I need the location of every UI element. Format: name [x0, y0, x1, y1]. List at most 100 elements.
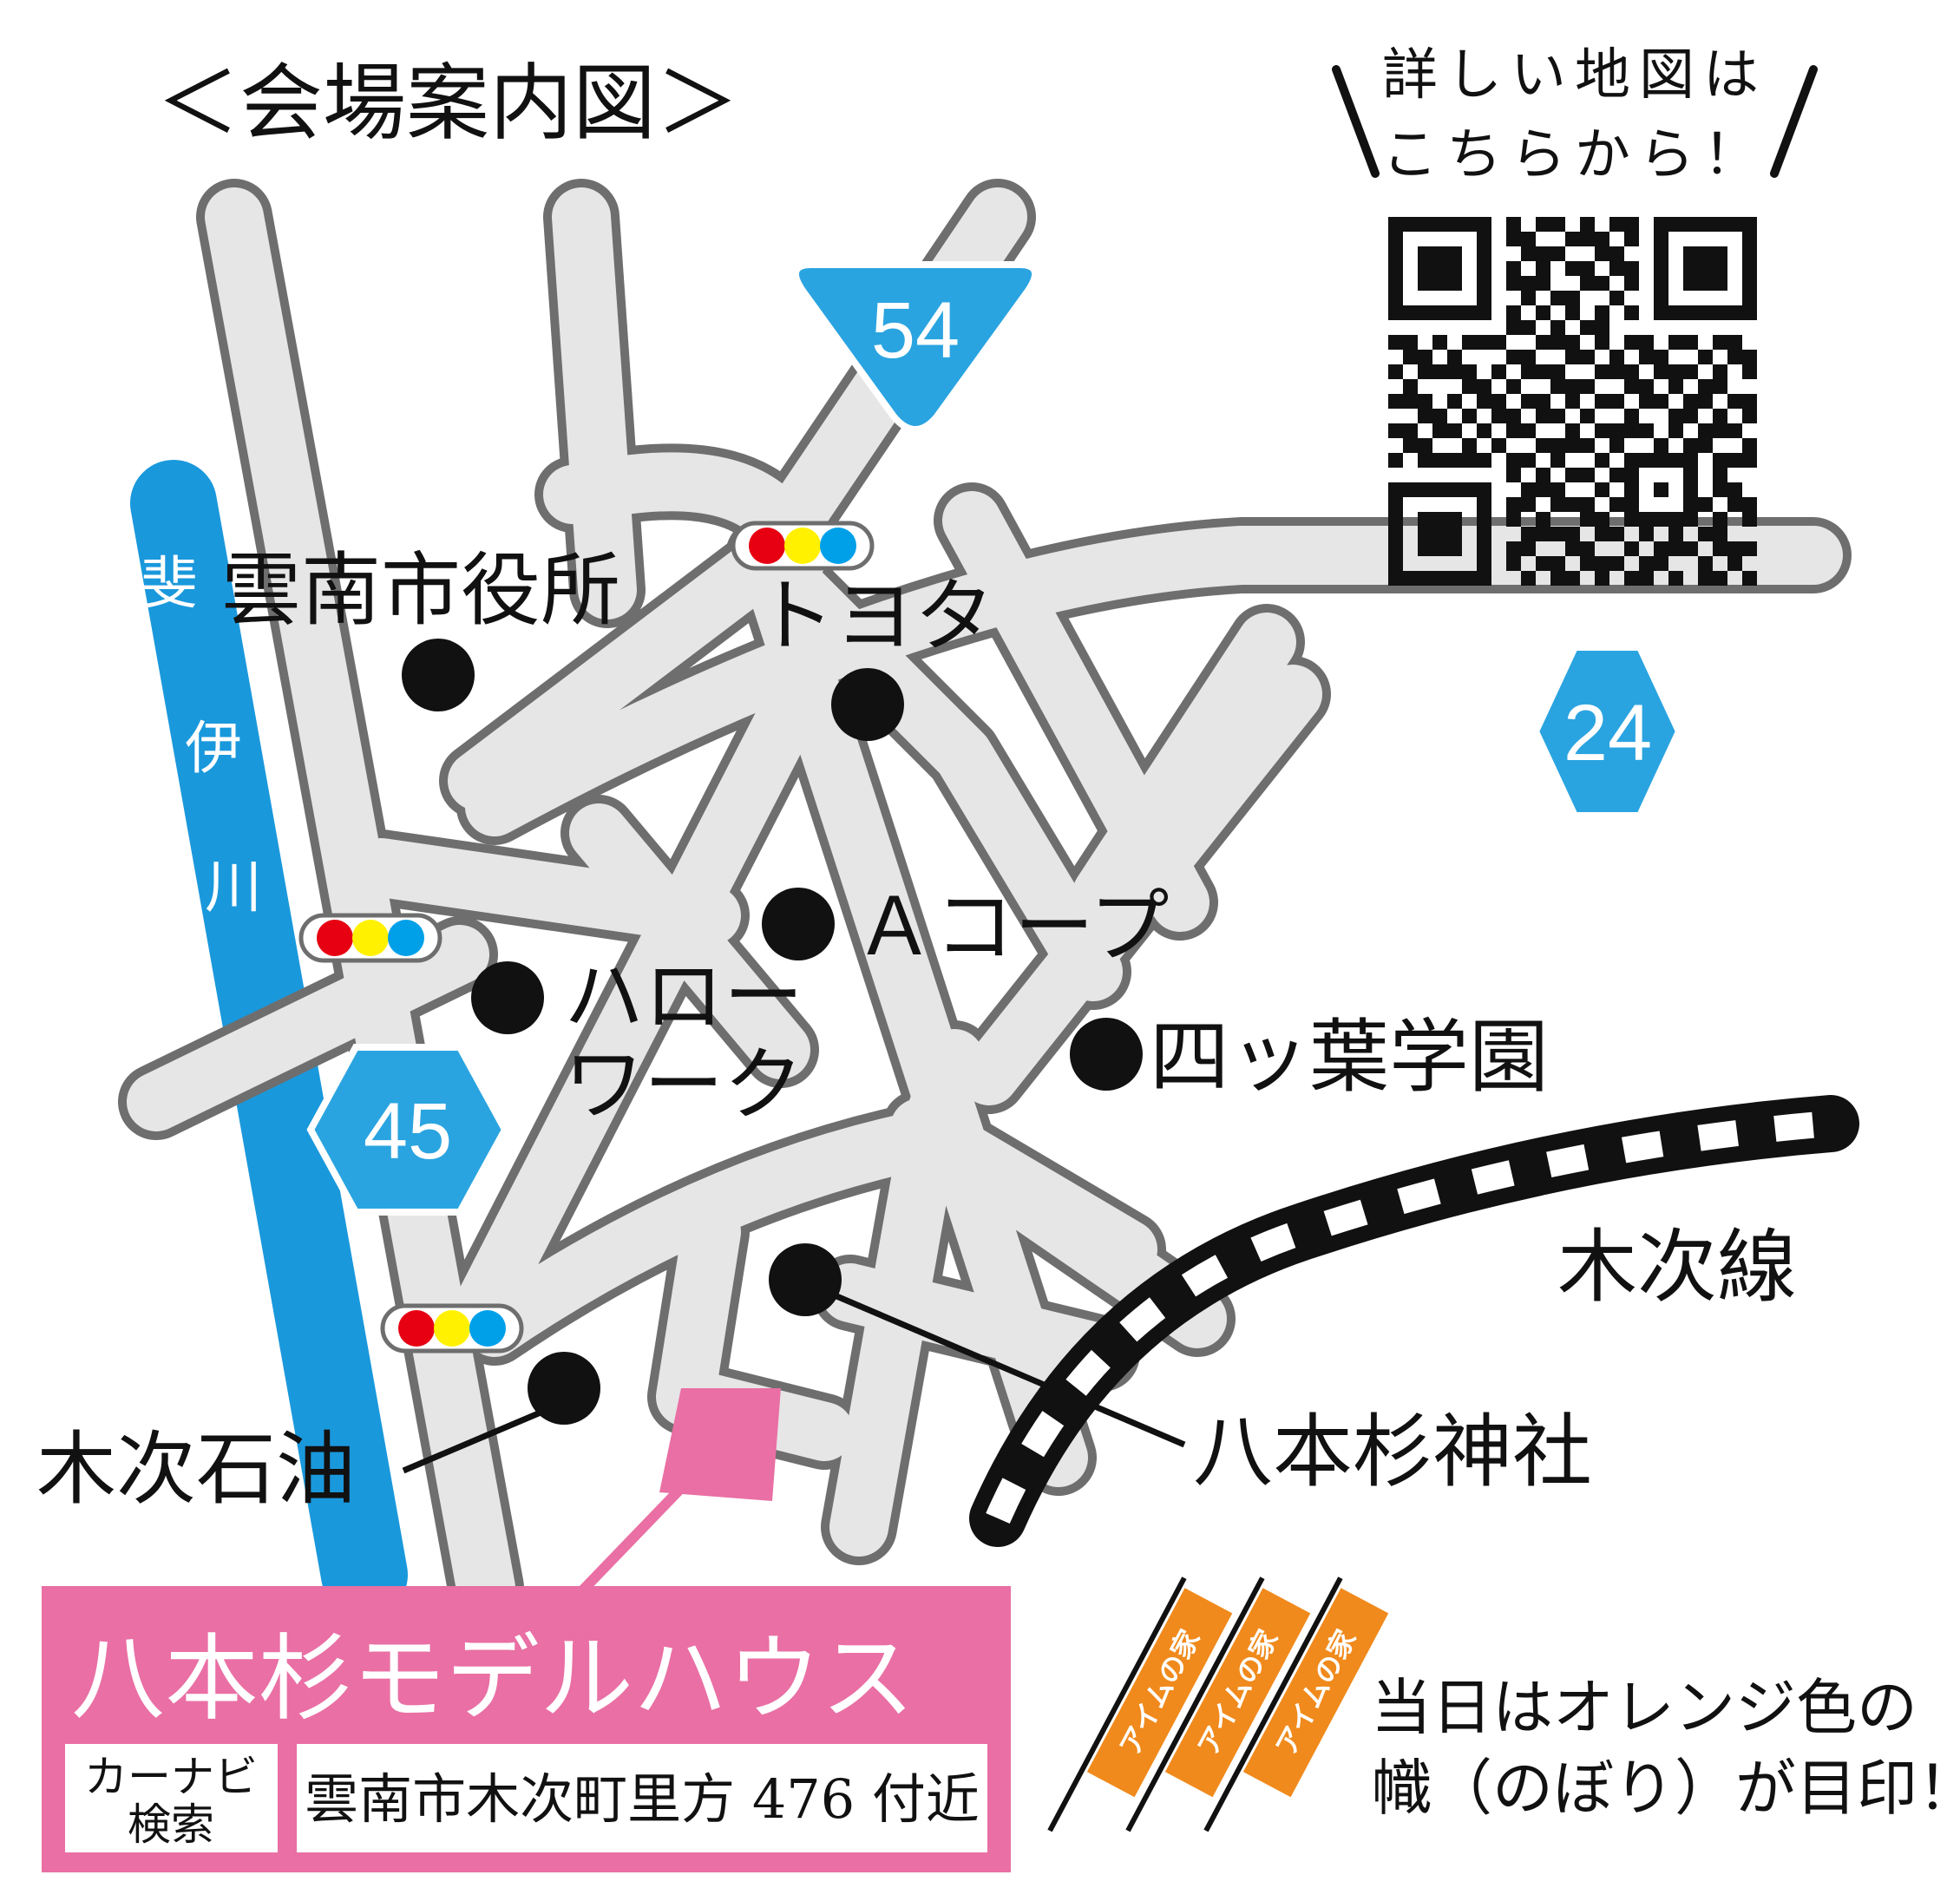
qr-module [1432, 453, 1447, 468]
qr-module [1639, 527, 1654, 541]
qr-module [1713, 379, 1727, 394]
qr-module [1418, 261, 1432, 276]
label-hello-work-2: ワーク [564, 1039, 803, 1131]
qr-module [1550, 453, 1565, 468]
qr-module [1447, 364, 1462, 379]
qr-module [1713, 217, 1727, 232]
qr-module [1462, 438, 1477, 453]
qr-module [1506, 497, 1521, 512]
qr-module [1550, 482, 1565, 497]
label-hello-work-1: ハロー [564, 950, 803, 1043]
qr-module [1491, 335, 1506, 350]
qr-module [1713, 453, 1727, 468]
qr-module [1698, 394, 1713, 409]
qr-module [1624, 497, 1639, 512]
qr-module [1565, 335, 1580, 350]
qr-module [1624, 468, 1639, 482]
qr-module [1447, 423, 1462, 438]
qr-module [1683, 246, 1698, 261]
qr-module [1580, 468, 1595, 482]
venue-marker [564, 1388, 781, 1609]
label-oil: 木次石油 [36, 1423, 356, 1516]
qr-module [1506, 409, 1521, 423]
landmark-dots [402, 639, 1143, 1425]
qr-module [1742, 276, 1757, 291]
qr-module [1683, 394, 1698, 409]
qr-module [1624, 409, 1639, 423]
qr-module [1388, 482, 1403, 497]
qr-module [1477, 246, 1491, 261]
qr-module [1388, 261, 1403, 276]
dot-hello-work [471, 961, 544, 1034]
qr-module [1698, 423, 1713, 438]
qr-module [1595, 320, 1609, 335]
river-label-3: 川 [205, 854, 262, 921]
qr-module [1477, 379, 1491, 394]
road-network [118, 179, 1852, 1626]
qr-module [1742, 497, 1757, 512]
qr-module [1654, 305, 1668, 320]
qr-module [1432, 571, 1447, 586]
qr-module [1713, 527, 1727, 541]
qr-module [1506, 512, 1521, 527]
note-line1: 当日はオレンジ色の [1371, 1672, 1917, 1743]
qr-module [1506, 468, 1521, 482]
qr-module [1565, 291, 1580, 305]
qr-module [1447, 453, 1462, 468]
qr-module [1713, 468, 1727, 482]
qr-module [1698, 497, 1713, 512]
address-box [297, 1744, 987, 1852]
qr-module [1742, 232, 1757, 246]
qr-module [1624, 379, 1639, 394]
qr-module [1565, 305, 1580, 320]
qr-module [1565, 497, 1580, 512]
qr-module [1742, 246, 1757, 261]
qr-module [1683, 364, 1698, 379]
qr-module [1654, 453, 1668, 468]
qr-module [1609, 246, 1624, 261]
qr-module [1624, 335, 1639, 350]
qr-module [1727, 217, 1742, 232]
qr-module [1609, 217, 1624, 232]
qr-module [1727, 453, 1742, 468]
qr-module [1683, 305, 1698, 320]
qr-module [1713, 246, 1727, 261]
qr-module [1624, 482, 1639, 497]
qr-module [1388, 232, 1403, 246]
qr-module [1418, 350, 1432, 364]
qr-module [1477, 276, 1491, 291]
map-title: ＜会場案内図＞ [156, 55, 739, 152]
qr-caption-line2: こちらから！ [1382, 123, 1767, 187]
qr-module [1580, 409, 1595, 423]
qr-module [1462, 335, 1477, 350]
qr-module [1668, 409, 1683, 423]
qr-module [1536, 482, 1550, 497]
qr-module [1550, 291, 1565, 305]
qr-module [1536, 335, 1550, 350]
qr-module [1713, 261, 1727, 276]
qr-module [1388, 364, 1403, 379]
qr-module [1447, 305, 1462, 320]
qr-module [1595, 305, 1609, 320]
qr-module [1521, 482, 1536, 497]
qr-module [1654, 261, 1668, 276]
river-label-1: 斐 [141, 550, 198, 617]
qr-module [1418, 453, 1432, 468]
qr-module [1521, 527, 1536, 541]
qr-module [1447, 261, 1462, 276]
qr-module [1668, 379, 1683, 394]
qr-module [1713, 571, 1727, 586]
qr-module [1506, 379, 1521, 394]
qr-module [1727, 335, 1742, 350]
qr-module [1683, 217, 1698, 232]
qr-caption-line1: 詳しい地図は [1382, 43, 1767, 108]
qr-module [1742, 305, 1757, 320]
qr-module [1713, 423, 1727, 438]
qr-module [1683, 482, 1698, 497]
qr-module [1388, 305, 1403, 320]
qr-code[interactable] [1388, 217, 1757, 586]
label-yotsuba: 四ッ葉学園 [1150, 1011, 1549, 1104]
label-city-hall: 雲南市役所 [221, 544, 620, 637]
qr-module [1595, 232, 1609, 246]
qr-module [1506, 423, 1521, 438]
